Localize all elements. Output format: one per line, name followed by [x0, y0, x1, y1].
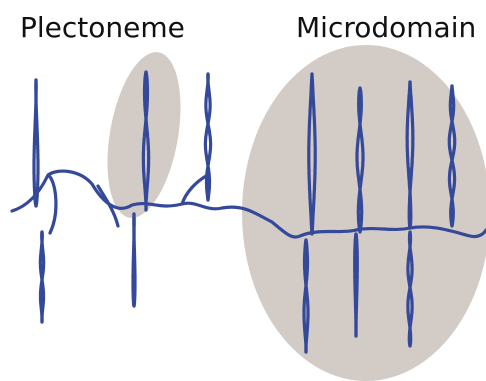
plectoneme-left-lower — [40, 232, 43, 322]
plectoneme-left-upper — [34, 80, 38, 206]
microdomain-plectoneme-2-lower — [355, 234, 358, 336]
microdomain-plectoneme-3-lower — [408, 232, 412, 346]
microdomain-plectoneme-1-lower — [304, 240, 308, 352]
plectoneme-middle — [205, 74, 210, 200]
plectoneme-shaded-lower — [133, 214, 135, 306]
domain-shading — [96, 45, 486, 381]
